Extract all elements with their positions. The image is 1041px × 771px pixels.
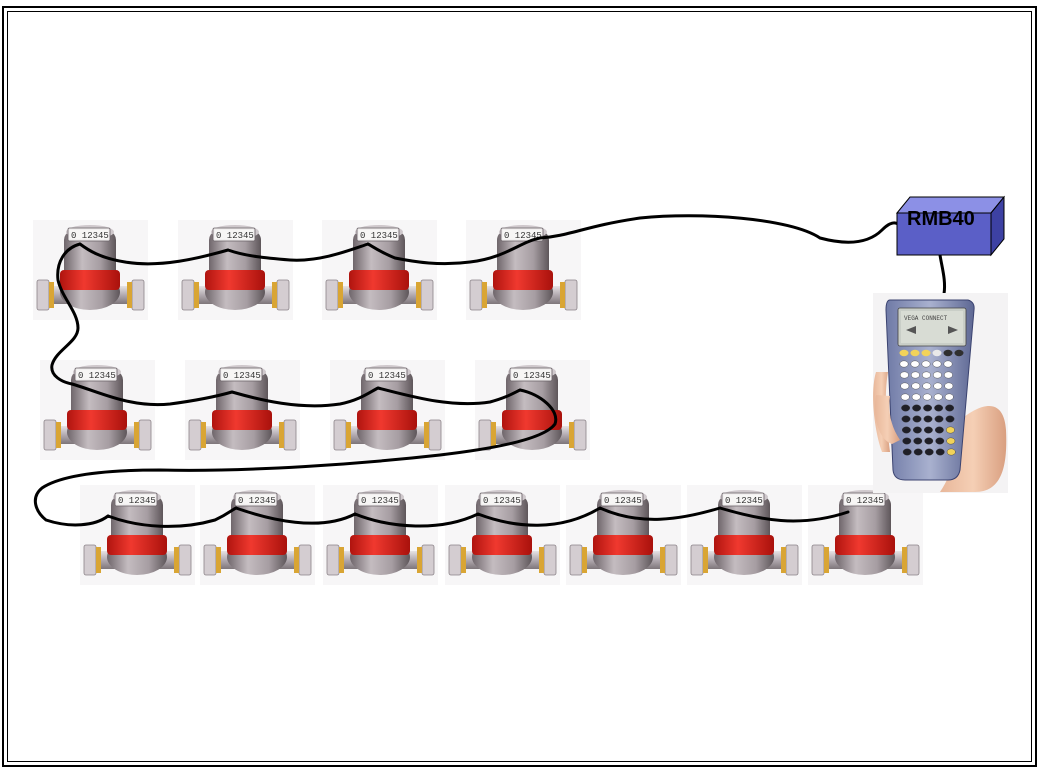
meter-display-reading: 0 12345	[78, 371, 116, 381]
function-key	[899, 349, 909, 357]
bus-cable	[33, 214, 900, 528]
keypad-key	[946, 437, 956, 445]
keypad-key	[913, 448, 923, 456]
keypad-key	[943, 360, 953, 368]
keypad-key	[944, 393, 954, 401]
keypad-key	[902, 437, 912, 445]
keypad-key	[946, 426, 955, 434]
keypad-key	[935, 448, 945, 456]
keypad-key	[900, 382, 910, 390]
keypad-key	[911, 382, 921, 390]
keypad-key	[933, 382, 943, 390]
meter-display-reading: 0 12345	[725, 496, 763, 506]
keypad-key	[922, 382, 932, 390]
keypad-key	[913, 426, 922, 434]
keypad-key	[924, 448, 934, 456]
meter-readings: 0 12345 0 12345 0 12345 0 12345 0 12345 0 123…	[71, 231, 884, 506]
keypad-key	[910, 360, 920, 368]
keypad-key	[913, 437, 923, 445]
meter-display-reading: 0 12345	[71, 231, 109, 241]
page-border-outer	[2, 6, 1037, 767]
function-key	[921, 349, 931, 357]
keypad-key	[923, 404, 932, 412]
keypad-key	[944, 371, 953, 379]
meter-display-reading: 0 12345	[118, 496, 156, 506]
keypad-key	[911, 371, 920, 379]
keypad-key	[901, 415, 911, 423]
keypad-key	[901, 404, 910, 412]
keypad-key	[935, 437, 945, 445]
keypad-key	[902, 448, 912, 456]
keypad-key	[934, 404, 943, 412]
meter-display-reading: 0 12345	[368, 371, 406, 381]
handheld-keypad	[899, 349, 964, 456]
keypad-key	[935, 426, 944, 434]
handheld-terminal: VEGA CONNECT	[873, 293, 1008, 493]
keypad-key	[902, 426, 911, 434]
meter-display-reading: 0 12345	[604, 496, 642, 506]
function-key	[932, 349, 942, 357]
meter-display-reading: 0 12345	[513, 371, 551, 381]
meter-display-reading: 0 12345	[361, 496, 399, 506]
meter-display-reading: 0 12345	[846, 496, 884, 506]
keypad-key	[923, 415, 933, 423]
function-key	[943, 349, 953, 357]
keypad-key	[944, 382, 954, 390]
keypad-key	[899, 360, 909, 368]
keypad-key	[933, 371, 942, 379]
keypad-key	[911, 393, 921, 401]
rmb40-label: RMB40	[907, 208, 975, 230]
keypad-key	[945, 415, 955, 423]
keypad-key	[900, 393, 910, 401]
handheld-screen-text: VEGA CONNECT	[904, 315, 948, 322]
keypad-key	[946, 448, 956, 456]
keypad-key	[912, 415, 922, 423]
keypad-key	[934, 415, 944, 423]
keypad-key	[933, 393, 943, 401]
meter-display-reading: 0 12345	[238, 496, 276, 506]
keypad-key	[922, 371, 931, 379]
page-border-inner	[7, 11, 1032, 762]
function-key	[954, 349, 964, 357]
handheld-cable	[938, 254, 946, 295]
meter-display-reading: 0 12345	[360, 231, 398, 241]
function-key	[910, 349, 920, 357]
keypad-key	[900, 371, 909, 379]
rmb40-collector-box: RMB40	[895, 195, 1006, 257]
keypad-key	[922, 393, 932, 401]
meter-display-reading: 0 12345	[504, 231, 542, 241]
meter-display-reading: 0 12345	[216, 231, 254, 241]
keypad-key	[932, 360, 942, 368]
meter-display-reading: 0 12345	[223, 371, 261, 381]
keypad-key	[921, 360, 931, 368]
keypad-key	[912, 404, 921, 412]
keypad-key	[924, 437, 934, 445]
meter-display-reading: 0 12345	[483, 496, 521, 506]
keypad-key	[945, 404, 954, 412]
keypad-key	[924, 426, 933, 434]
